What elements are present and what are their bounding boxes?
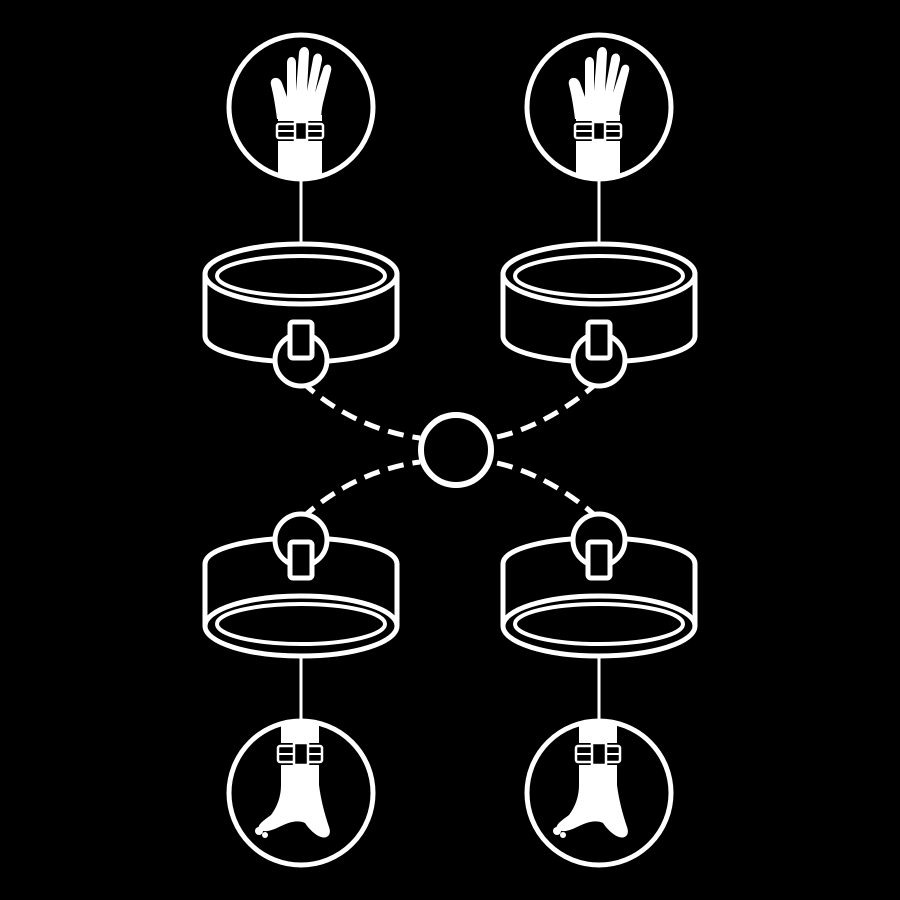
ankle-right-medallion	[527, 713, 671, 865]
ankle-left-medallion	[229, 713, 373, 865]
cuff-with-d-ring-icon	[205, 514, 397, 656]
foot-with-ankle-cuff-icon	[229, 713, 373, 865]
cuff-with-d-ring-icon	[503, 514, 695, 656]
wrist-cuff-right	[503, 244, 695, 386]
strap-bottom-left-line	[300, 459, 421, 520]
strap-bottom-right-line	[491, 459, 600, 520]
strap-top-left	[300, 380, 421, 441]
wrist-right-medallion	[527, 35, 671, 195]
ankle-cuff-left	[205, 514, 397, 656]
center-ring-icon	[418, 412, 494, 488]
ankle-cuff-right	[503, 514, 695, 656]
strap-top-left-line	[300, 380, 421, 441]
strap-bottom-left	[300, 459, 421, 520]
strap-top-right	[491, 380, 600, 441]
wrist-cuff-left	[205, 244, 397, 386]
strap-top-right-line	[491, 380, 600, 441]
foot-with-ankle-cuff-icon	[527, 713, 671, 865]
hand-with-wrist-cuff-icon	[229, 35, 373, 195]
cuff-with-d-ring-icon	[503, 244, 695, 386]
cuff-with-d-ring-icon	[205, 244, 397, 386]
wrist-left-medallion	[229, 35, 373, 195]
hand-with-wrist-cuff-icon	[527, 35, 671, 195]
strap-bottom-right	[491, 459, 600, 520]
